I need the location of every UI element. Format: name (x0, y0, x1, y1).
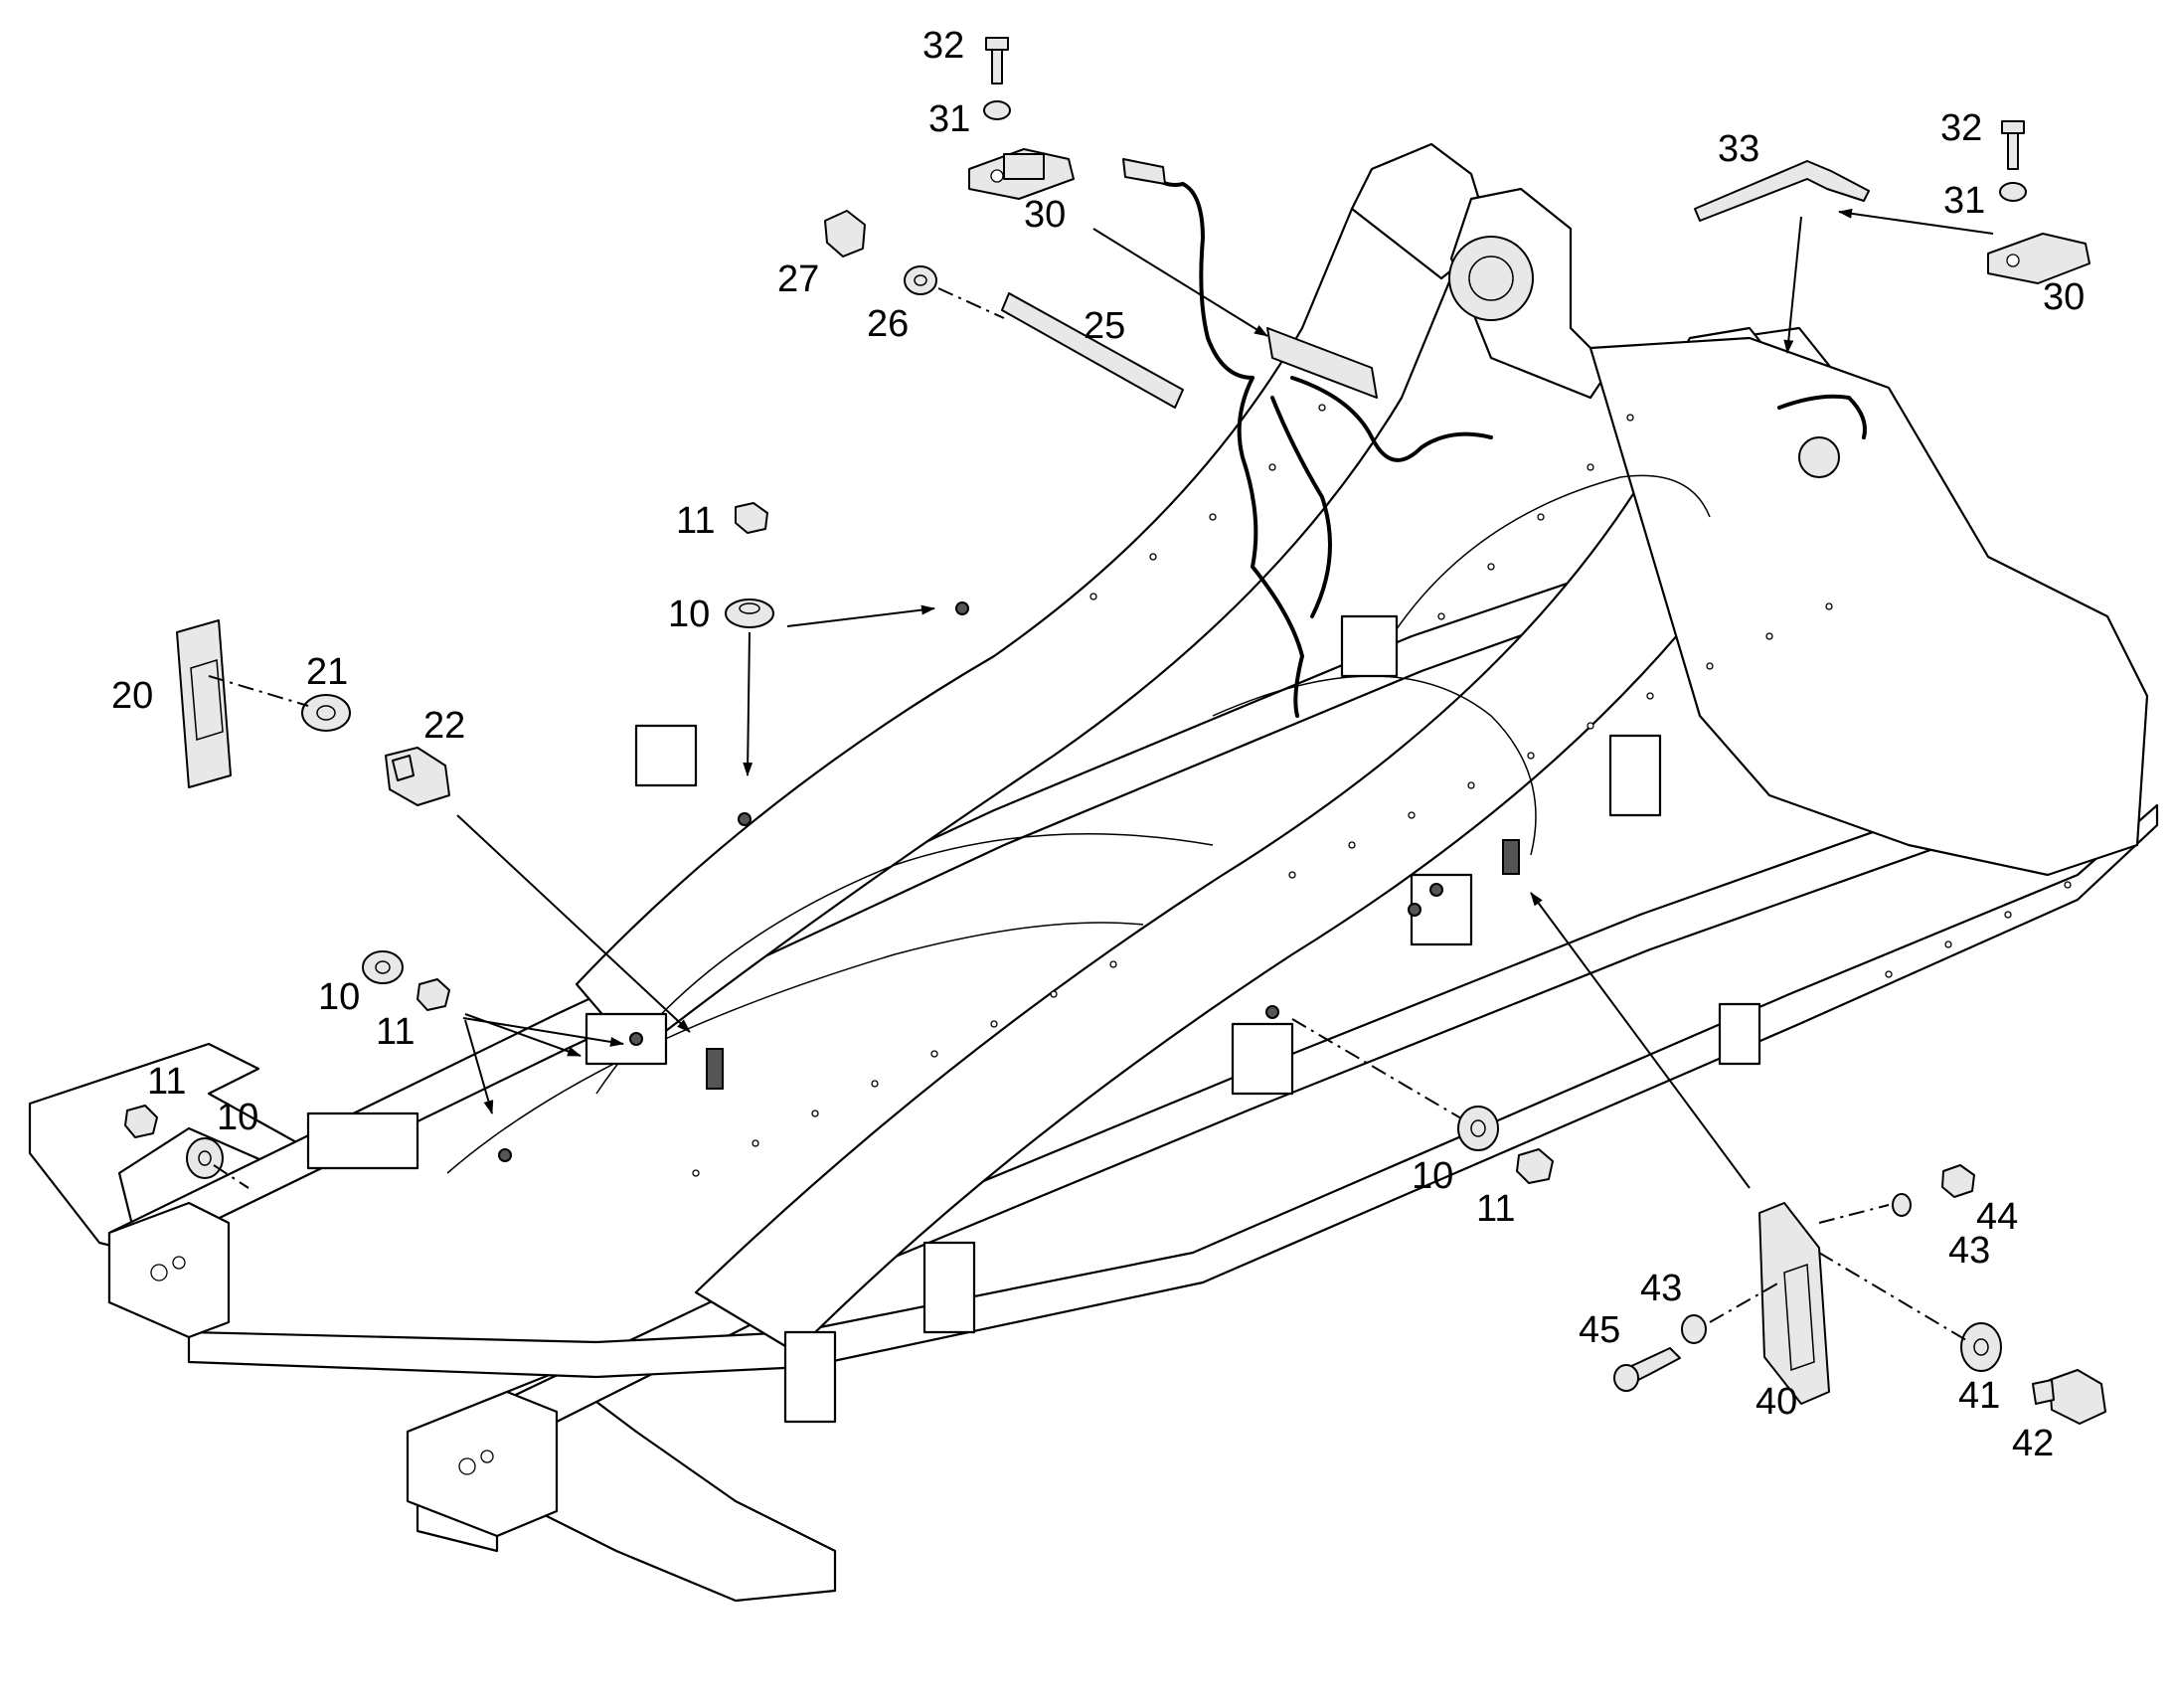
callout-11: 11 (147, 1061, 186, 1103)
callout-26: 26 (867, 303, 909, 345)
bolt-32-left (985, 37, 1009, 85)
rear-cross-member-left (28, 1042, 300, 1255)
inner-arc-4 (1391, 474, 1711, 637)
callout-44: 44 (1976, 1196, 2018, 1238)
callout-25: 25 (1084, 305, 1125, 347)
cap-27 (824, 210, 866, 257)
bracket-left (634, 724, 698, 787)
callout-33: 33 (1718, 128, 1759, 170)
nut-11-d (1516, 1148, 1554, 1184)
washer-43-b (1681, 1314, 1707, 1344)
front-block-b (585, 1012, 668, 1066)
plate-20 (176, 619, 232, 788)
frame-bottom-plate (187, 803, 2159, 1379)
bracket-right (1231, 1022, 1294, 1096)
inner-arc-3 (1212, 675, 1537, 856)
bolt-22 (385, 747, 450, 806)
washer-31-right (1999, 182, 2027, 202)
callout-45: 45 (1579, 1309, 1620, 1351)
rear-cross-beam (1588, 336, 2149, 877)
mounting-holes (692, 404, 2072, 1177)
callout-31: 31 (1943, 180, 1985, 222)
nut-44 (1941, 1164, 1975, 1198)
post-c (1608, 734, 1662, 817)
callout-32: 32 (1940, 107, 1982, 149)
nut-11-a (735, 502, 768, 534)
callout-41: 41 (1958, 1375, 2000, 1417)
callout-30: 30 (1024, 194, 1066, 236)
callout-30: 30 (2043, 276, 2085, 318)
hub-center (1798, 436, 1840, 478)
wire-harness (1122, 158, 1867, 718)
leader-lines (208, 208, 1994, 1341)
callout-10: 10 (318, 976, 360, 1018)
post-a (922, 1241, 976, 1334)
callout-32: 32 (922, 25, 964, 67)
right-end-block (406, 1390, 559, 1538)
washer-10-c (186, 1137, 224, 1179)
machine-frame (28, 142, 2159, 1603)
callout-labels: 32 31 30 27 26 25 33 32 31 30 11 10 20 2… (111, 25, 2085, 1464)
connector-clip-a (706, 1048, 724, 1090)
front-block-a (306, 1111, 419, 1170)
callout-10: 10 (1412, 1155, 1453, 1197)
callout-40: 40 (1755, 1381, 1797, 1423)
callout-42: 42 (2012, 1423, 2054, 1464)
harness-bracket (1266, 327, 1378, 399)
callout-11: 11 (1476, 1188, 1515, 1230)
post-b (783, 1330, 837, 1424)
bracket-33 (1694, 160, 1870, 222)
washer-10-b (362, 950, 404, 984)
callout-43: 43 (1948, 1230, 1990, 1272)
left-end-block (107, 1201, 231, 1339)
callout-43: 43 (1640, 1268, 1682, 1309)
connector-clip-b (1502, 839, 1520, 875)
inner-arc-1 (595, 833, 1214, 1095)
callout-22: 22 (423, 705, 465, 747)
inner-arc-2 (446, 922, 1144, 1174)
washer-10-d (1457, 1106, 1499, 1151)
pivot-hub-upper (1448, 236, 1534, 321)
washer-41 (1960, 1322, 2002, 1372)
nut-11-b (417, 978, 450, 1011)
clip-30-right (1987, 233, 2090, 284)
bracket-center (1340, 614, 1399, 678)
callout-10: 10 (217, 1097, 258, 1138)
plate-40 (1758, 1202, 1830, 1405)
bolt-32-right (2001, 120, 2025, 170)
boom-arm-right (694, 326, 1841, 1354)
post-d (1718, 1002, 1761, 1066)
callout-11: 11 (376, 1011, 415, 1053)
washer-26 (904, 265, 937, 295)
callout-11: 11 (676, 500, 715, 542)
washer-43-a (1892, 1193, 1912, 1217)
nut-11-c (124, 1105, 158, 1138)
bolt-42 (2049, 1369, 2106, 1425)
callout-10: 10 (668, 594, 710, 635)
washer-21 (301, 694, 351, 732)
callout-31: 31 (928, 98, 970, 140)
callout-27: 27 (777, 258, 819, 300)
callout-21: 21 (306, 651, 348, 693)
rod-25 (1001, 292, 1184, 409)
washer-31-left (983, 100, 1011, 120)
callout-20: 20 (111, 675, 153, 717)
